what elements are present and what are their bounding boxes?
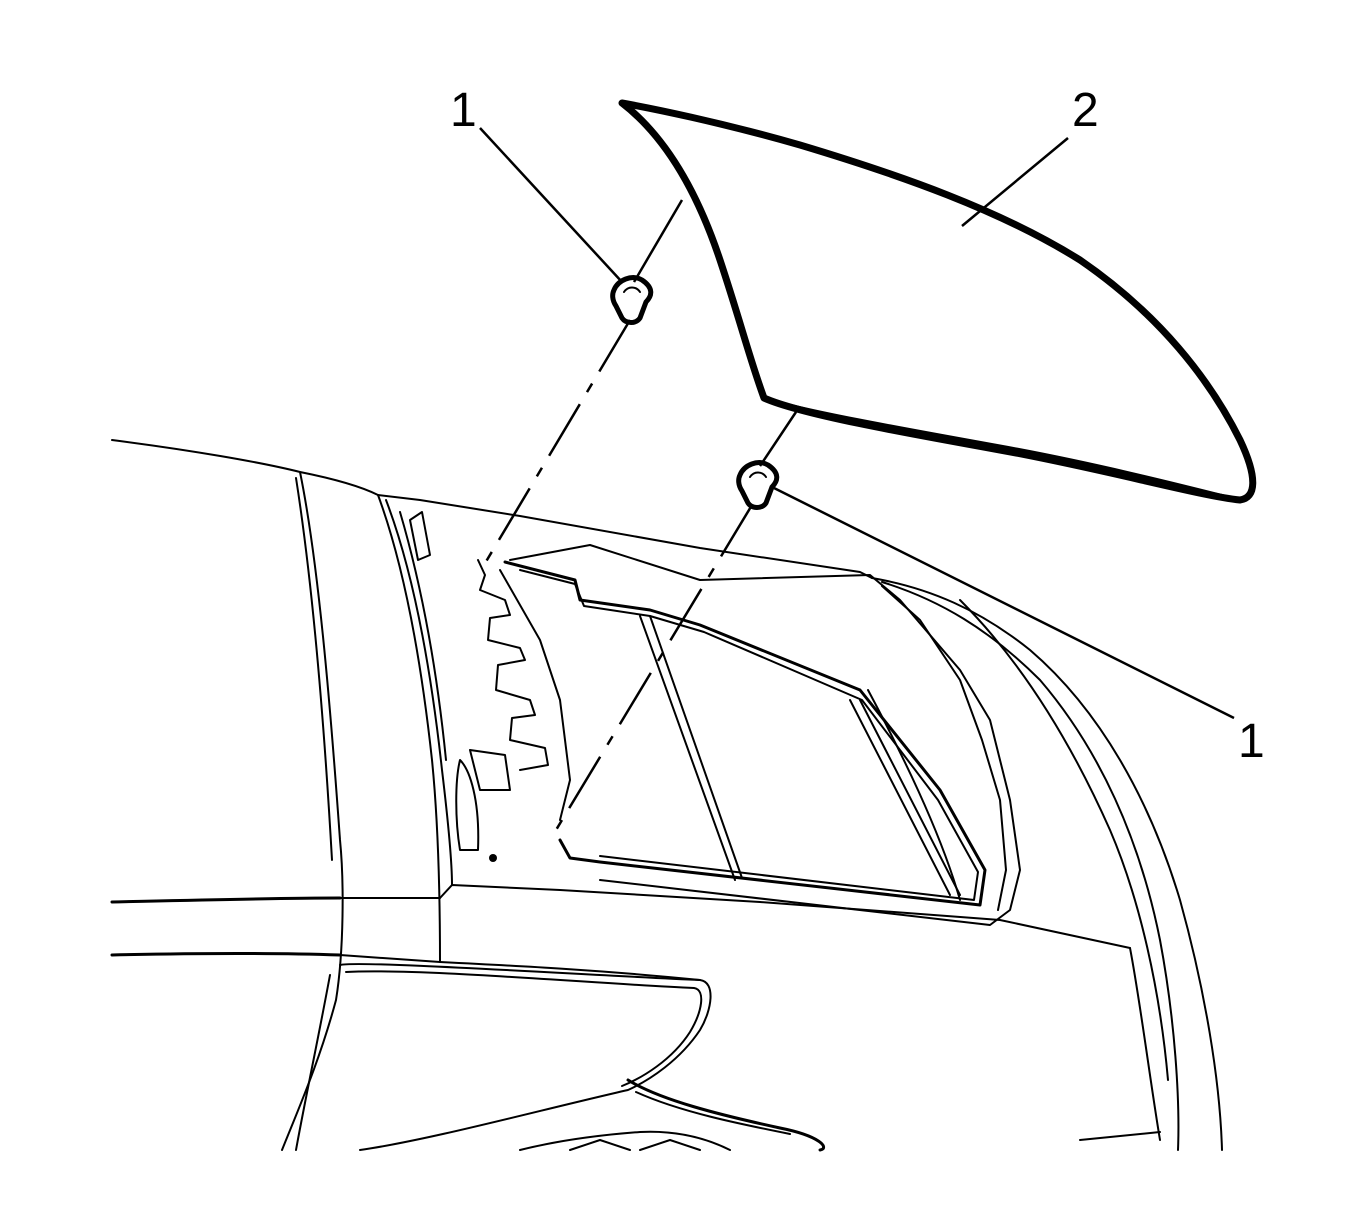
callout-label-panel: 2 [1072,84,1099,137]
pillar-mounting-bracket [409,511,571,862]
callout-leaders [479,127,1235,720]
assembly-lines [482,199,798,841]
clip-lower [736,460,780,510]
trim-panel [618,99,1257,504]
vehicle-body [110,439,1131,1152]
callout-label-clip-lower: 1 [1238,715,1265,768]
clip-upper [610,275,654,325]
liftgate-edge [871,577,1223,1151]
quarter-window-opening [503,544,1021,926]
callout-label-clip-upper: 1 [450,84,477,137]
